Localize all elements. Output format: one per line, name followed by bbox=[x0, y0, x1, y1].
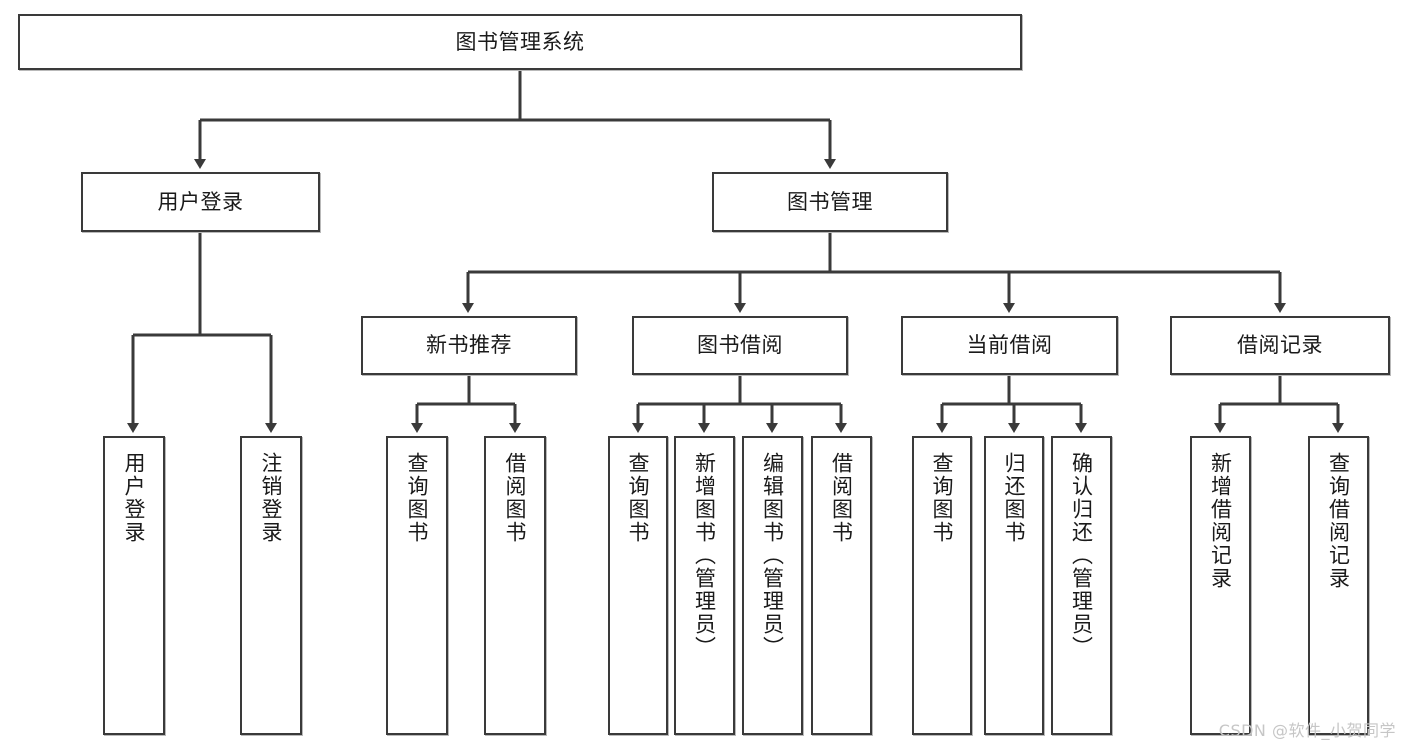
node-leaf-query-book-borrow-label: 查询图书 bbox=[626, 452, 651, 544]
node-leaf-query-book-rec-label: 查询图书 bbox=[405, 452, 430, 544]
node-leaf-query-book-cur[interactable]: 查询图书 bbox=[912, 436, 972, 735]
node-current-borrow[interactable]: 当前借阅 bbox=[901, 316, 1118, 375]
node-leaf-user-login-label: 用户登录 bbox=[122, 452, 147, 544]
node-leaf-query-book-borrow[interactable]: 查询图书 bbox=[608, 436, 668, 735]
node-user-login-label: 用户登录 bbox=[157, 189, 244, 214]
node-borrow-record[interactable]: 借阅记录 bbox=[1170, 316, 1390, 375]
node-book-borrow[interactable]: 图书借阅 bbox=[632, 316, 848, 375]
node-leaf-query-record[interactable]: 查询借阅记录 bbox=[1308, 436, 1369, 735]
node-user-login[interactable]: 用户登录 bbox=[81, 172, 320, 232]
node-leaf-add-book-label: 新增图书（管理员） bbox=[692, 452, 717, 659]
csdn-watermark: CSDN @软件_小贺同学 bbox=[1218, 721, 1396, 740]
node-root[interactable]: 图书管理系统 bbox=[18, 14, 1022, 70]
node-leaf-add-record[interactable]: 新增借阅记录 bbox=[1190, 436, 1251, 735]
node-leaf-query-book-cur-label: 查询图书 bbox=[930, 452, 955, 544]
node-leaf-query-book-rec[interactable]: 查询图书 bbox=[386, 436, 448, 735]
node-borrow-record-label: 借阅记录 bbox=[1237, 333, 1323, 358]
node-root-label: 图书管理系统 bbox=[455, 29, 585, 54]
node-leaf-add-record-label: 新增借阅记录 bbox=[1208, 452, 1233, 590]
node-leaf-borrow-book[interactable]: 借阅图书 bbox=[811, 436, 872, 735]
node-leaf-borrow-book-rec[interactable]: 借阅图书 bbox=[484, 436, 546, 735]
node-new-book-rec-label: 新书推荐 bbox=[426, 333, 512, 358]
node-leaf-query-record-label: 查询借阅记录 bbox=[1326, 452, 1351, 590]
node-leaf-logout[interactable]: 注销登录 bbox=[240, 436, 302, 735]
node-book-borrow-label: 图书借阅 bbox=[697, 333, 783, 358]
node-current-borrow-label: 当前借阅 bbox=[966, 333, 1053, 358]
node-new-book-rec[interactable]: 新书推荐 bbox=[361, 316, 577, 375]
node-leaf-add-book[interactable]: 新增图书（管理员） bbox=[674, 436, 735, 735]
node-leaf-edit-book-label: 编辑图书（管理员） bbox=[760, 452, 785, 659]
node-leaf-confirm-return-label: 确认归还（管理员） bbox=[1069, 452, 1094, 659]
node-leaf-edit-book[interactable]: 编辑图书（管理员） bbox=[742, 436, 803, 735]
node-leaf-confirm-return[interactable]: 确认归还（管理员） bbox=[1051, 436, 1112, 735]
node-book-manage[interactable]: 图书管理 bbox=[712, 172, 948, 232]
node-leaf-return-book[interactable]: 归还图书 bbox=[984, 436, 1044, 735]
node-leaf-return-book-label: 归还图书 bbox=[1002, 452, 1027, 544]
node-leaf-borrow-book-label: 借阅图书 bbox=[829, 452, 854, 544]
node-leaf-borrow-book-rec-label: 借阅图书 bbox=[503, 452, 528, 544]
node-book-manage-label: 图书管理 bbox=[787, 189, 873, 214]
node-leaf-user-login[interactable]: 用户登录 bbox=[103, 436, 165, 735]
node-leaf-logout-label: 注销登录 bbox=[259, 452, 284, 544]
